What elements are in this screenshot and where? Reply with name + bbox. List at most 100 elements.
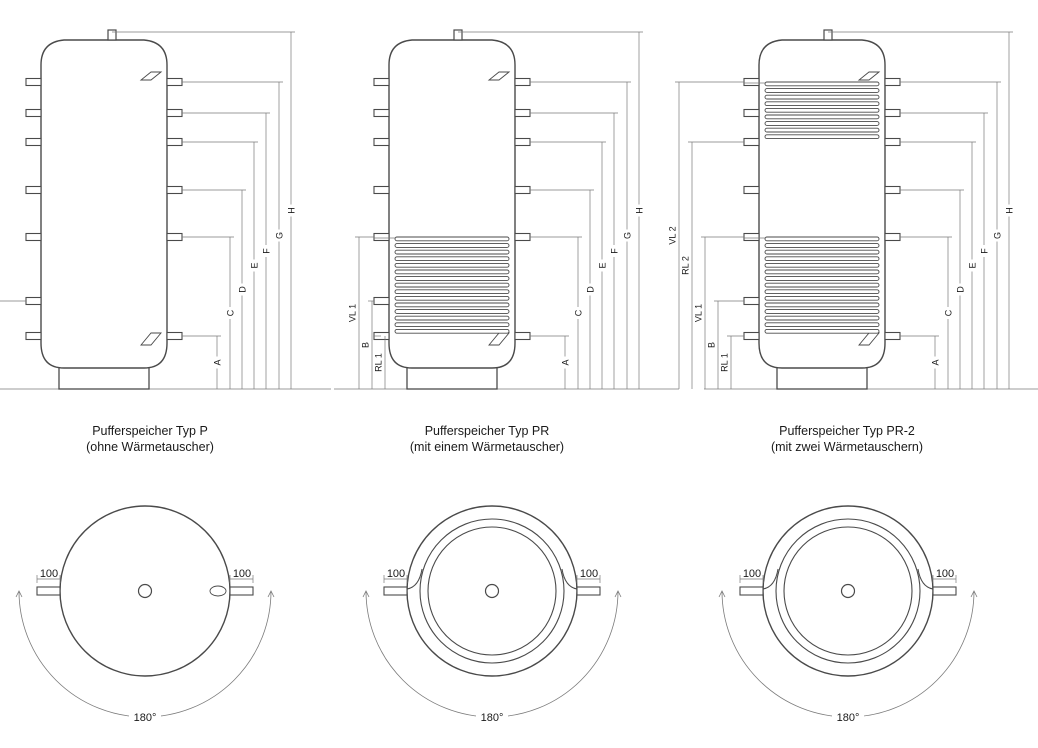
coil-turn — [764, 302, 880, 308]
caption-title: Pufferspeicher Typ P — [92, 424, 208, 438]
top-connection — [453, 29, 463, 41]
dimension-label-bg — [225, 307, 235, 319]
dimension-label-100-left: 100 — [40, 568, 58, 580]
plan-coil-lead-right — [917, 568, 934, 590]
dimension-label-h: H — [287, 207, 297, 214]
dimension-label-bg — [693, 297, 703, 329]
arc-arrow-right — [267, 590, 275, 598]
plan-coil-inner — [783, 526, 913, 656]
coil-turn — [764, 249, 880, 255]
plan-angle-label: 180° — [837, 712, 860, 724]
dimension-label-d: D — [238, 286, 248, 293]
caption-typ-pr-2: Pufferspeicher Typ PR-2 (mit zwei Wärmet… — [697, 423, 997, 455]
coil-turn — [764, 295, 880, 301]
nozzle-right — [514, 331, 531, 341]
dimension-label-bg — [373, 346, 383, 379]
nozzle-left — [25, 331, 42, 341]
nozzle-right — [166, 77, 183, 87]
nozzle-right — [884, 185, 901, 195]
dimension-label-rl-1: RL 1 — [720, 353, 730, 372]
dimension-label-bg — [560, 356, 570, 369]
nozzle-left — [25, 137, 42, 147]
nozzle-right — [166, 185, 183, 195]
coil-turn — [394, 276, 510, 281]
dimension-label-bg — [622, 229, 632, 242]
nozzle-left — [743, 296, 760, 306]
dimension-label-e: E — [598, 262, 608, 268]
plan-inner-pipe — [209, 585, 227, 597]
nozzle-left — [373, 108, 390, 118]
nozzle-left — [25, 296, 42, 306]
nozzle-left — [25, 185, 42, 195]
dimension-label-bg — [597, 259, 607, 272]
nozzle-right — [514, 108, 531, 118]
arc-arrow-right — [970, 590, 978, 598]
nozzle-right — [514, 77, 531, 87]
inner-pipe-bottom — [140, 332, 162, 346]
nozzle-right — [514, 137, 531, 147]
inner-pipe-top — [487, 71, 511, 81]
plan-coil-lead-left — [762, 568, 779, 590]
dimension-label-rl-2: RL 2 — [681, 256, 691, 275]
coil-turn — [764, 114, 880, 120]
dimension-label-h: H — [635, 207, 645, 214]
coil-turn — [394, 236, 510, 242]
coil-turn — [764, 309, 880, 314]
nozzle-left — [25, 77, 42, 87]
nozzle-right — [884, 232, 901, 242]
tank-foot — [58, 366, 150, 390]
dimension-label-d: D — [586, 286, 596, 293]
dimension-label-h: H — [1005, 207, 1015, 214]
tank-foot — [406, 366, 498, 390]
coil-turn — [764, 276, 880, 281]
plan-center-connection — [137, 583, 153, 599]
dimension-label-bg — [667, 219, 677, 252]
dimension-label-bg — [680, 249, 690, 282]
dimension-label-d: D — [956, 286, 966, 293]
coil-turn — [764, 282, 880, 288]
nozzle-left — [373, 232, 390, 242]
nozzle-right — [884, 77, 901, 87]
nozzle-right — [166, 232, 183, 242]
dimension-label-100-left: 100 — [743, 568, 761, 580]
arc-arrow-right — [614, 590, 622, 598]
plan-center-connection — [484, 583, 500, 599]
nozzle-left — [743, 77, 760, 87]
dimension-label-bg — [237, 283, 247, 296]
arc-arrow-left — [15, 590, 23, 598]
plan-nozzle-right — [576, 586, 601, 596]
dimension-label-bg — [943, 307, 953, 319]
nozzle-right — [166, 331, 183, 341]
dimension-label-bg — [719, 346, 729, 379]
plan-coil-outer — [419, 518, 565, 664]
nozzle-left — [743, 232, 760, 242]
nozzle-right — [514, 185, 531, 195]
nozzle-right — [166, 137, 183, 147]
coil-turn — [394, 262, 510, 268]
plan-coil-lead-left — [406, 568, 423, 590]
dimension-label-c: C — [944, 309, 954, 316]
coil-turn — [394, 295, 510, 301]
dimension-label-bg — [347, 297, 357, 329]
dimension-label-bg — [634, 204, 644, 217]
coil-turn — [764, 269, 880, 275]
coil-turn — [394, 309, 510, 314]
caption-subtitle: (mit einem Wärmetauscher) — [409, 440, 565, 454]
nozzle-left — [25, 108, 42, 118]
dimension-label-g: G — [623, 232, 633, 239]
dimension-label-100-left: 100 — [387, 568, 405, 580]
dimension-label-bg — [261, 245, 271, 257]
plan-nozzle-right — [229, 586, 254, 596]
inner-pipe-top — [857, 71, 881, 81]
nozzle-left — [25, 232, 42, 242]
dimension-label-bg — [992, 229, 1002, 242]
dimension-label-b: B — [707, 342, 717, 348]
coil-turn — [764, 289, 880, 295]
coil-turn — [394, 289, 510, 295]
dimension-label-g: G — [275, 232, 285, 239]
plan-center-connection — [840, 583, 856, 599]
dimension-label-a: A — [931, 359, 941, 365]
tank-foot — [776, 366, 868, 390]
